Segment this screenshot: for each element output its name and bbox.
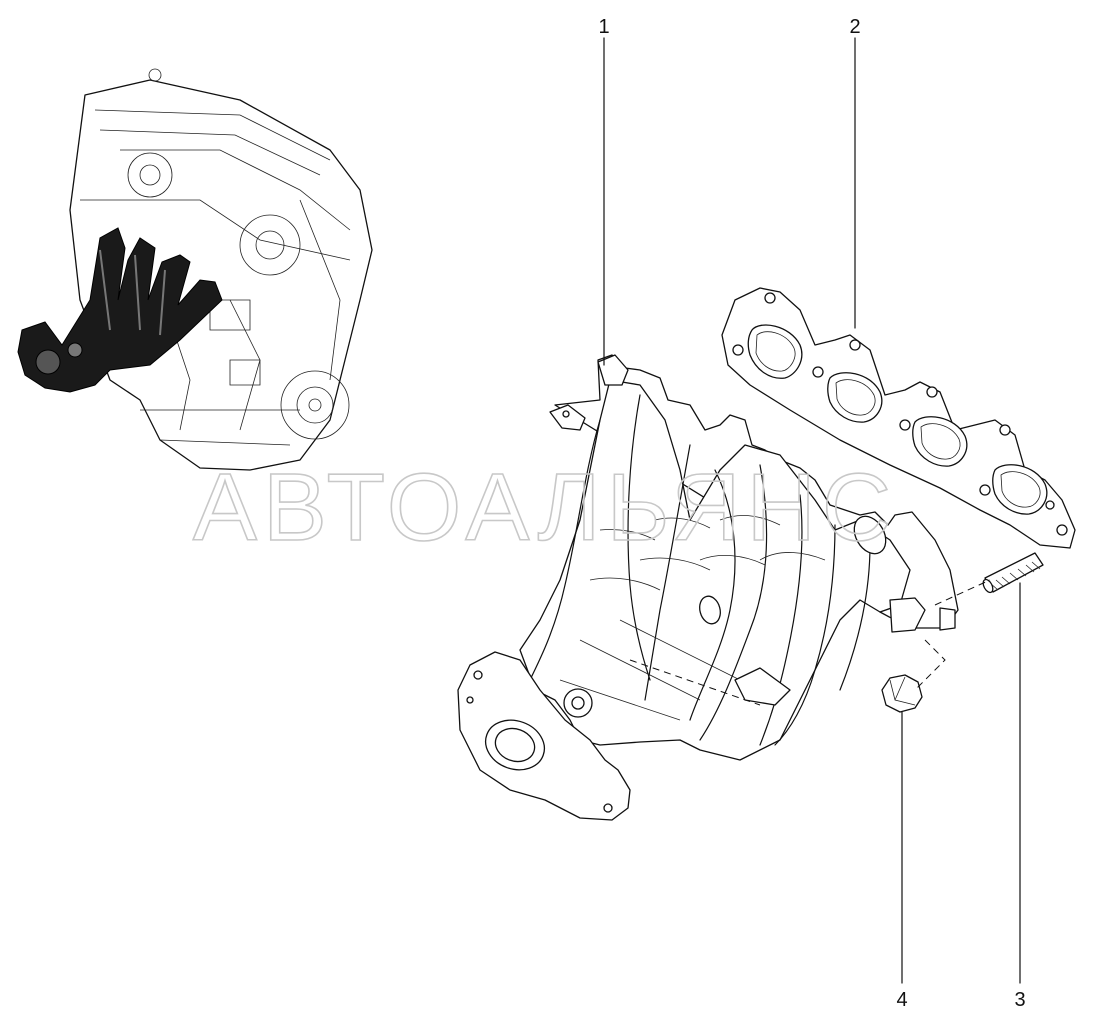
callout-1: 1 xyxy=(598,16,609,38)
part-1-exhaust-manifold xyxy=(457,354,959,821)
watermark-text: АВТОАЛЬЯНС xyxy=(193,454,897,561)
callout-4: 4 xyxy=(896,989,907,1011)
alignment-line-nut xyxy=(914,639,946,691)
part-4-nut xyxy=(881,674,923,713)
engine-overview-illustration xyxy=(17,68,373,471)
part-3-stud xyxy=(982,552,1044,594)
part-2-manifold-gasket xyxy=(721,287,1076,549)
alignment-line-stud xyxy=(934,579,991,606)
callout-2: 2 xyxy=(849,16,860,38)
callout-3: 3 xyxy=(1014,989,1025,1011)
